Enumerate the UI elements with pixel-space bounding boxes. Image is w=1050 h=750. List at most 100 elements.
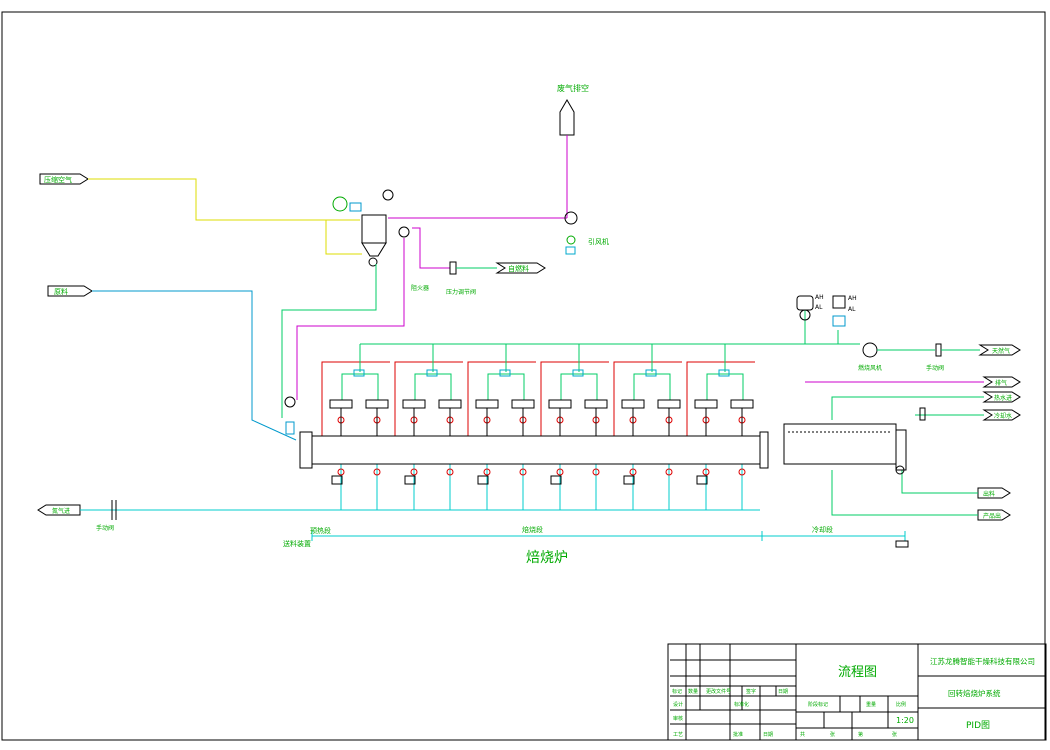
thermocouple: [519, 468, 527, 476]
stream-raw-material: 原料: [47, 285, 93, 297]
exhaust-label: 废气排空: [557, 83, 589, 93]
right-streams: 天然气 排气 热水进 冷却水 出料 产品出: [805, 344, 1021, 521]
stream-compressed-air: 压缩空气: [39, 173, 89, 185]
burner: [438, 399, 462, 409]
svg-text:AH: AH: [815, 294, 824, 301]
svg-text:共: 共: [800, 731, 805, 738]
svg-text:AL: AL: [848, 306, 856, 313]
thermocouple: [446, 468, 454, 476]
air-manifold: [560, 373, 598, 400]
svg-text:自燃料: 自燃料: [508, 264, 529, 273]
air-valve: [353, 369, 365, 377]
svg-text:工艺: 工艺: [673, 732, 683, 738]
svg-text:原料: 原料: [54, 287, 68, 296]
svg-text:审核: 审核: [673, 715, 683, 722]
burner: [365, 399, 389, 409]
pressure-gauge: [331, 475, 343, 485]
scale: 1:20: [896, 716, 914, 725]
compressed-air-line: [88, 178, 360, 221]
bag-filter: [332, 189, 410, 267]
svg-text:张: 张: [830, 731, 835, 738]
svg-text:重量: 重量: [866, 701, 876, 708]
burner-array: [321, 344, 755, 510]
zone-dimension: 预热段 焙烧段 冷却段 送料装置: [283, 525, 909, 548]
svg-text:日期: 日期: [763, 732, 773, 738]
svg-text:压缩空气: 压缩空气: [44, 175, 72, 184]
stream-nitrogen: 氮气进 手动阀: [37, 500, 760, 532]
thermocouple: [738, 468, 746, 476]
svg-text:AH: AH: [848, 295, 857, 302]
svg-text:日期: 日期: [778, 689, 788, 695]
svg-text:批准: 批准: [733, 731, 743, 738]
fuel-line: [540, 361, 609, 436]
induced-fan: 引风机: [564, 211, 609, 255]
svg-text:比例: 比例: [896, 701, 906, 708]
svg-text:引风机: 引风机: [588, 237, 609, 246]
burner: [584, 399, 608, 409]
title-block: 标记 数量 更改文件号 签字 日期 设计 标准化 审核 工艺 批准 日期 流程图…: [667, 643, 1047, 741]
raw-material-line: [92, 290, 297, 441]
drawing-type: PID图: [966, 720, 990, 731]
burner: [511, 399, 535, 409]
svg-text:热水进: 热水进: [994, 394, 1012, 402]
svg-text:阶段标记: 阶段标记: [808, 701, 828, 708]
svg-text:第: 第: [858, 731, 863, 738]
thermocouple: [337, 468, 345, 476]
thermocouple: [629, 468, 637, 476]
burner: [548, 399, 572, 409]
burner: [402, 399, 426, 409]
pressure-gauge: [404, 475, 416, 485]
exhaust-stack: 废气排空: [557, 83, 589, 136]
fuel-line: [686, 361, 755, 436]
burner: [621, 399, 645, 409]
pressure-gauge: [550, 475, 562, 485]
svg-text:设计: 设计: [673, 701, 683, 708]
svg-text:压力调节阀: 压力调节阀: [446, 288, 476, 296]
svg-text:AL: AL: [815, 304, 823, 311]
thermocouple: [665, 468, 673, 476]
svg-text:标记: 标记: [672, 688, 682, 695]
company-name: 江苏龙腾智能干燥科技有限公司: [930, 656, 1035, 666]
svg-text:手动阀: 手动阀: [926, 364, 944, 372]
svg-text:产品出: 产品出: [983, 512, 1001, 520]
svg-text:更改文件号: 更改文件号: [706, 688, 731, 695]
svg-text:送料装置: 送料装置: [283, 539, 311, 548]
pressure-gauge: [477, 475, 489, 485]
air-valve: [645, 369, 657, 377]
svg-text:氮气进: 氮气进: [52, 507, 70, 515]
svg-text:冷却段: 冷却段: [812, 525, 833, 534]
fuel-line: [613, 361, 682, 436]
burner: [329, 399, 353, 409]
pressure-gauge: [623, 475, 635, 485]
air-manifold: [633, 373, 671, 400]
svg-text:燃烧风机: 燃烧风机: [858, 364, 882, 372]
svg-text:手动阀: 手动阀: [96, 524, 114, 532]
rotary-furnace: [284, 396, 907, 475]
air-manifold: [487, 373, 525, 400]
air-valve: [426, 369, 438, 377]
drawing-frame: [1, 11, 1046, 741]
furnace-title: 焙烧炉: [526, 550, 568, 566]
thermocouple: [592, 468, 600, 476]
air-valve: [718, 369, 730, 377]
svg-text:数量: 数量: [688, 688, 698, 695]
fuel-line: [321, 361, 390, 436]
svg-text:出料: 出料: [983, 490, 995, 498]
svg-text:天然气: 天然气: [992, 347, 1010, 355]
svg-text:签字: 签字: [746, 688, 756, 695]
air-valve: [572, 369, 584, 377]
burner: [730, 399, 754, 409]
svg-text:预热段: 预热段: [310, 526, 331, 535]
level-instrument: AH AL AH AL: [796, 294, 857, 327]
svg-text:阻火器: 阻火器: [411, 284, 429, 292]
thermocouple: [556, 468, 564, 476]
air-manifold: [706, 373, 744, 400]
burner: [475, 399, 499, 409]
fuel-line: [467, 361, 536, 436]
project-name: 回转焙烧炉系统: [948, 688, 1001, 698]
thermocouple: [483, 468, 491, 476]
drawing-name: 流程图: [838, 665, 877, 680]
thermocouple: [702, 468, 710, 476]
air-valve: [499, 369, 511, 377]
